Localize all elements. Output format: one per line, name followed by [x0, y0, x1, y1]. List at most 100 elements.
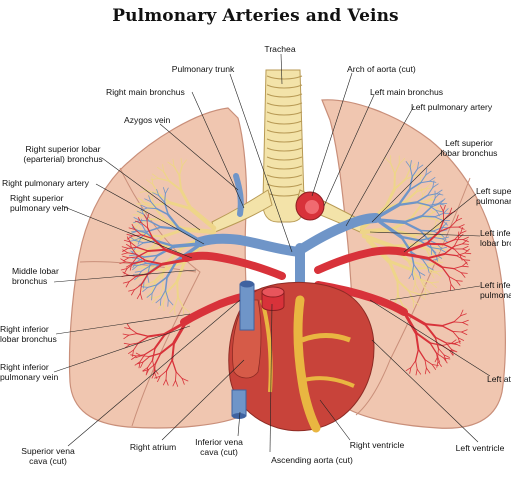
artery-branch [148, 220, 162, 228]
artery-branch [415, 201, 430, 207]
vein-branch [442, 204, 446, 212]
label-right-atrium: Right atrium [129, 442, 177, 452]
vein-branch [441, 343, 452, 346]
trachea-ring [266, 84, 303, 89]
vein-branch [460, 331, 468, 336]
bronchus-branch [157, 166, 165, 173]
artery-branch [397, 201, 418, 207]
vein-branch [146, 213, 150, 221]
artery-branch [174, 244, 200, 263]
leader-line [61, 205, 193, 259]
bronchus-branch [415, 169, 422, 176]
label-left-ventricle: Left ventricle [455, 443, 505, 453]
bronchus-branch [172, 158, 175, 167]
vein-branch [144, 347, 156, 356]
vein-branch [459, 313, 467, 317]
label-right-superior-lobar-bronchus: Right superior lobar(eparterial) bronchu… [23, 144, 103, 164]
azygos-vein [233, 173, 244, 217]
artery-branch [152, 192, 160, 196]
artery-branch [165, 259, 178, 279]
vein-branch [450, 283, 456, 290]
bronchus-branch [424, 288, 432, 295]
vein-branch [458, 224, 465, 228]
vein-branch [140, 222, 149, 229]
vein-branch [127, 252, 137, 255]
bronchus-branch [134, 222, 141, 230]
artery-branch [137, 230, 148, 234]
vein-branch [443, 253, 458, 257]
vein-branch [405, 367, 412, 372]
artery-branch [439, 246, 448, 250]
vein-branch [134, 220, 142, 224]
artery-branch [427, 186, 434, 196]
vein-branch [415, 368, 418, 376]
bronchus-branch [178, 165, 183, 177]
vein-branch [455, 252, 466, 257]
vein-branch [146, 219, 149, 229]
bronchus-branch [140, 198, 147, 205]
vein-branch [175, 380, 179, 387]
bronchus-branch [176, 280, 179, 298]
artery-branch [151, 292, 153, 301]
leader-line [159, 123, 239, 191]
vein-branch [434, 336, 440, 350]
bronchus-branch [419, 278, 426, 290]
bronchus-branch [181, 159, 187, 167]
leader-line [237, 411, 241, 437]
artery-branch [411, 168, 419, 178]
bronchus-branch [418, 293, 426, 300]
vein-branch [460, 227, 464, 234]
bronchus-branch [154, 268, 167, 282]
left-superior-pulmonary-vein [314, 246, 408, 274]
vein-branch [133, 342, 139, 351]
artery-branch [164, 276, 168, 292]
trachea-ring [266, 111, 303, 116]
vein-branch [123, 239, 131, 243]
artery-branch [441, 234, 447, 240]
vein-branch [147, 263, 164, 275]
artery-branch [439, 198, 446, 204]
bronchus-branch [154, 207, 167, 221]
bronchus-branch [131, 239, 140, 244]
vein-branch [129, 241, 132, 248]
vein-branch [145, 368, 150, 376]
artery-branch [138, 230, 149, 232]
vein-branch [415, 331, 431, 344]
bronchus-branch [146, 179, 154, 185]
vein-branch [453, 265, 463, 270]
bronchus-branch [151, 173, 159, 179]
vein-branch [454, 340, 461, 344]
vein-branch [135, 352, 142, 357]
vein-branch [130, 354, 137, 357]
bronchus-branch [157, 192, 172, 204]
interventricular-fat [293, 295, 321, 433]
vein-branch [457, 337, 465, 341]
right-pulmonary-artery [195, 233, 305, 257]
vein-branch [124, 343, 131, 349]
bronchus-branch [418, 293, 428, 295]
left-pulmonary-artery [295, 213, 381, 255]
label-left-atrium: Left atrium [487, 374, 511, 384]
artery-branch [409, 160, 412, 168]
vein-branch [425, 367, 431, 374]
vein-branch [452, 330, 459, 339]
artery-branch [146, 207, 158, 210]
bronchus-branch [390, 227, 414, 237]
bronchus-branch [162, 164, 165, 173]
artery-branch [408, 272, 413, 280]
vein-branch [165, 378, 169, 386]
bronchus-branch [434, 271, 442, 277]
artery-branch [144, 198, 152, 203]
artery-branch [427, 266, 430, 274]
bronchus-branch [407, 290, 414, 301]
bronchus-branch [437, 231, 446, 237]
leader-line [311, 72, 353, 197]
vein-branch [464, 252, 472, 255]
artery-branch [140, 207, 144, 215]
right-superior-pulmonary-vein [182, 251, 286, 280]
label-arch-of-aorta: Arch of aorta (cut) [347, 64, 416, 74]
artery-branch [408, 182, 422, 191]
vein-branch [151, 372, 156, 379]
